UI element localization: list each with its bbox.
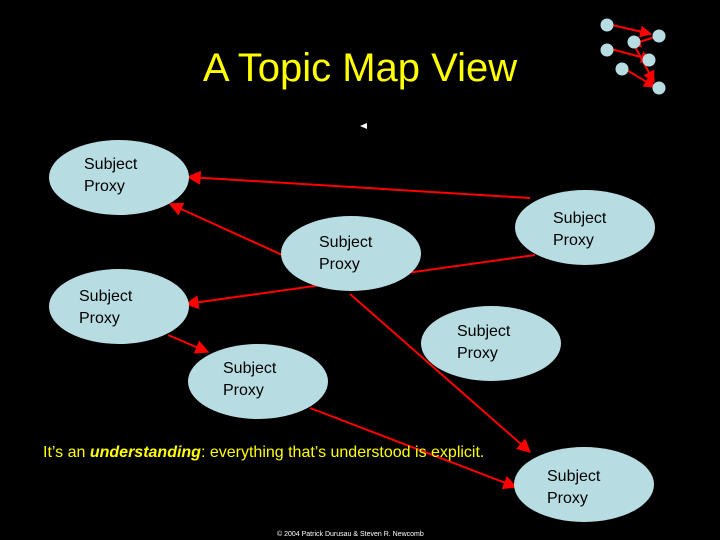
- copyright-notice: © 2004 Patrick Durusau & Steven R. Newco…: [277, 531, 424, 538]
- node-label-line1: Subject: [79, 288, 133, 305]
- node-label-line2: Proxy: [319, 256, 360, 273]
- node-label-line2: Proxy: [84, 178, 125, 195]
- node-label-line2: Proxy: [553, 232, 594, 249]
- slide-caption: It’s an understanding: everything that’s…: [43, 442, 484, 464]
- caption-emphasis: understanding: [89, 444, 201, 461]
- arrow-lowleft-to-bottomright: [309, 407, 518, 490]
- node-label-line2: Proxy: [79, 310, 120, 327]
- node-label-line1: Subject: [547, 468, 601, 485]
- arrow-center-to-bottomright: [349, 293, 532, 453]
- node-label-line1: Subject: [84, 156, 138, 173]
- node-label-line2: Proxy: [223, 382, 264, 399]
- caption-text-start: It’s an: [43, 444, 90, 461]
- arrow-midleft-to-lowleft: [167, 334, 210, 354]
- arrow-right-to-topleft: [186, 170, 531, 199]
- node-label-line1: Subject: [457, 323, 511, 340]
- node-label-line1: Subject: [223, 360, 277, 377]
- subject-proxy-node: Subject Proxy: [188, 344, 328, 419]
- node-label-line1: Subject: [319, 234, 373, 251]
- slide-title: A Topic Map View: [202, 46, 518, 90]
- subject-proxy-node: Subject Proxy: [515, 190, 655, 265]
- node-label-line1: Subject: [553, 210, 607, 227]
- topic-map-logo-icon: [600, 18, 666, 95]
- node-label-line2: Proxy: [457, 345, 498, 362]
- subject-proxy-node: Subject Proxy: [49, 269, 189, 344]
- caption-text-end: : everything that’s understood is explic…: [200, 444, 485, 461]
- subject-proxy-node: Subject Proxy: [421, 306, 561, 381]
- pointer-triangle-icon: [360, 123, 367, 129]
- subject-proxy-node: Subject Proxy: [281, 216, 421, 291]
- node-label-line2: Proxy: [547, 490, 588, 507]
- subject-proxy-node: Subject Proxy: [49, 140, 189, 215]
- subject-proxy-node: Subject Proxy: [514, 447, 654, 522]
